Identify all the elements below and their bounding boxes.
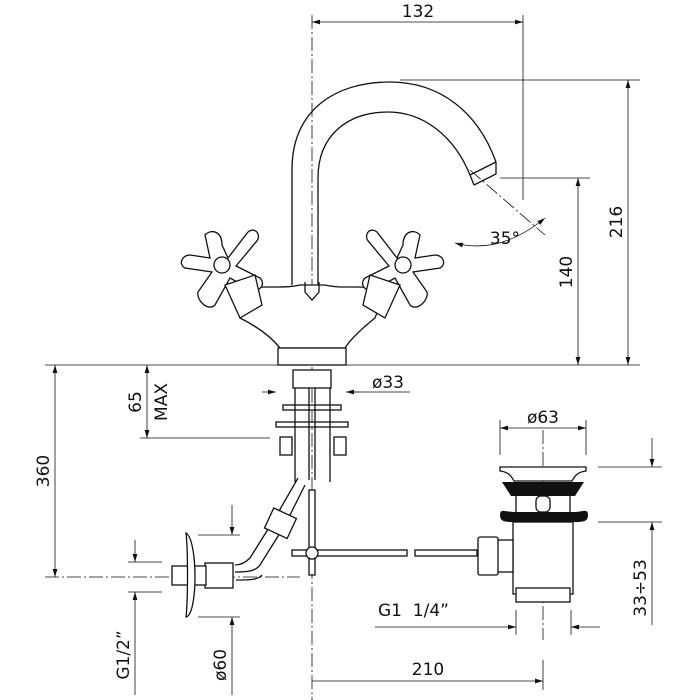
dim-deck-max: MAX bbox=[152, 383, 172, 421]
dim-spout-reach: 132 bbox=[402, 2, 434, 22]
dim-deck-thickness: 65 bbox=[126, 391, 146, 413]
handle-left bbox=[180, 229, 264, 319]
pop-up-waste bbox=[414, 466, 588, 603]
handle-right bbox=[361, 229, 445, 319]
dim-total-height: 216 bbox=[607, 206, 627, 238]
supply-assembly bbox=[171, 369, 408, 618]
dim-spout-angle: 35° bbox=[490, 229, 520, 249]
dim-waste-range: 33÷53 bbox=[631, 559, 651, 617]
faucet-body bbox=[231, 81, 497, 366]
dim-rod-length: 210 bbox=[412, 660, 444, 680]
dim-shank-diameter: ø33 bbox=[372, 373, 404, 393]
dim-waste-diameter: ø63 bbox=[527, 408, 559, 428]
dim-waste-thread: G1 1/4” bbox=[378, 601, 449, 621]
dimension-labels: 132 216 140 35° 65 MAX 360 ø33 ø63 33÷53… bbox=[34, 2, 651, 681]
dim-supply-length: 360 bbox=[34, 455, 54, 487]
dim-rosette-diameter: ø60 bbox=[211, 649, 231, 681]
dim-spout-height: 140 bbox=[557, 256, 577, 288]
dimension-lines bbox=[52, 19, 655, 695]
dim-supply-thread: G1/2” bbox=[114, 630, 134, 679]
